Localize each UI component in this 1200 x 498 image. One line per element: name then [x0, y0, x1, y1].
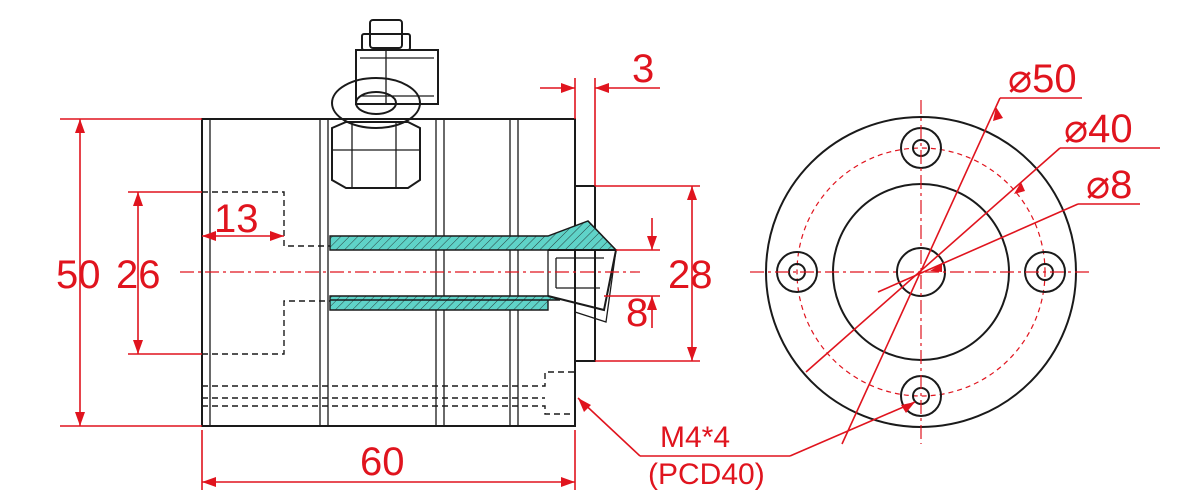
fitting-elbow-detail — [360, 50, 434, 104]
fitting-hex — [331, 121, 421, 189]
bottom-holes-hidden — [202, 371, 575, 415]
right-boss — [574, 185, 596, 362]
dim-26-label: 26 — [116, 253, 161, 297]
dim-d8: ⌀8 — [877, 163, 1140, 293]
dim-d8-label: ⌀8 — [1086, 163, 1132, 207]
dim-8-side: 8 — [604, 218, 660, 335]
sleeve-section-bottom — [329, 295, 561, 311]
dim-28: 28 — [595, 185, 713, 362]
fitting-hex-flats — [332, 122, 420, 188]
air-fitting — [331, 19, 439, 189]
rear-bore-hidden — [202, 191, 330, 355]
dim-13-label: 13 — [214, 197, 259, 241]
fitting-elbow — [355, 49, 439, 105]
dim-13: 13 — [202, 197, 284, 241]
side-view: 60 50 26 13 — [56, 19, 790, 491]
dim-d50-label: ⌀50 — [1008, 57, 1077, 101]
leader-m4-to-hole — [789, 401, 916, 457]
dim-8-side-label: 8 — [626, 291, 648, 335]
dim-d40: ⌀40 — [805, 107, 1160, 373]
collet-tip — [574, 220, 617, 323]
dim-50: 50 — [56, 118, 202, 427]
sleeve-section-top — [329, 220, 618, 251]
hole-pcd-label: (PCD40) — [648, 458, 765, 491]
fitting-cap-hole — [355, 91, 397, 115]
dim-d40-label: ⌀40 — [1064, 107, 1133, 151]
dim-26: 26 — [116, 191, 202, 355]
dim-3-label: 3 — [632, 47, 654, 91]
dim-28-label: 28 — [668, 253, 713, 297]
leader-m4 — [577, 397, 790, 457]
collet-nose — [547, 249, 618, 312]
collet-inner — [555, 257, 604, 289]
hole-spec-label: M4*4 — [660, 421, 730, 454]
dim-50-label: 50 — [56, 253, 101, 297]
dim-d50: ⌀50 — [841, 57, 1082, 445]
dim-3: 3 — [540, 47, 660, 186]
fitting-cap — [331, 77, 421, 129]
dim-60-label: 60 — [360, 440, 405, 484]
front-view: ⌀50 ⌀40 ⌀8 — [750, 57, 1160, 457]
dim-60: 60 — [201, 430, 576, 490]
